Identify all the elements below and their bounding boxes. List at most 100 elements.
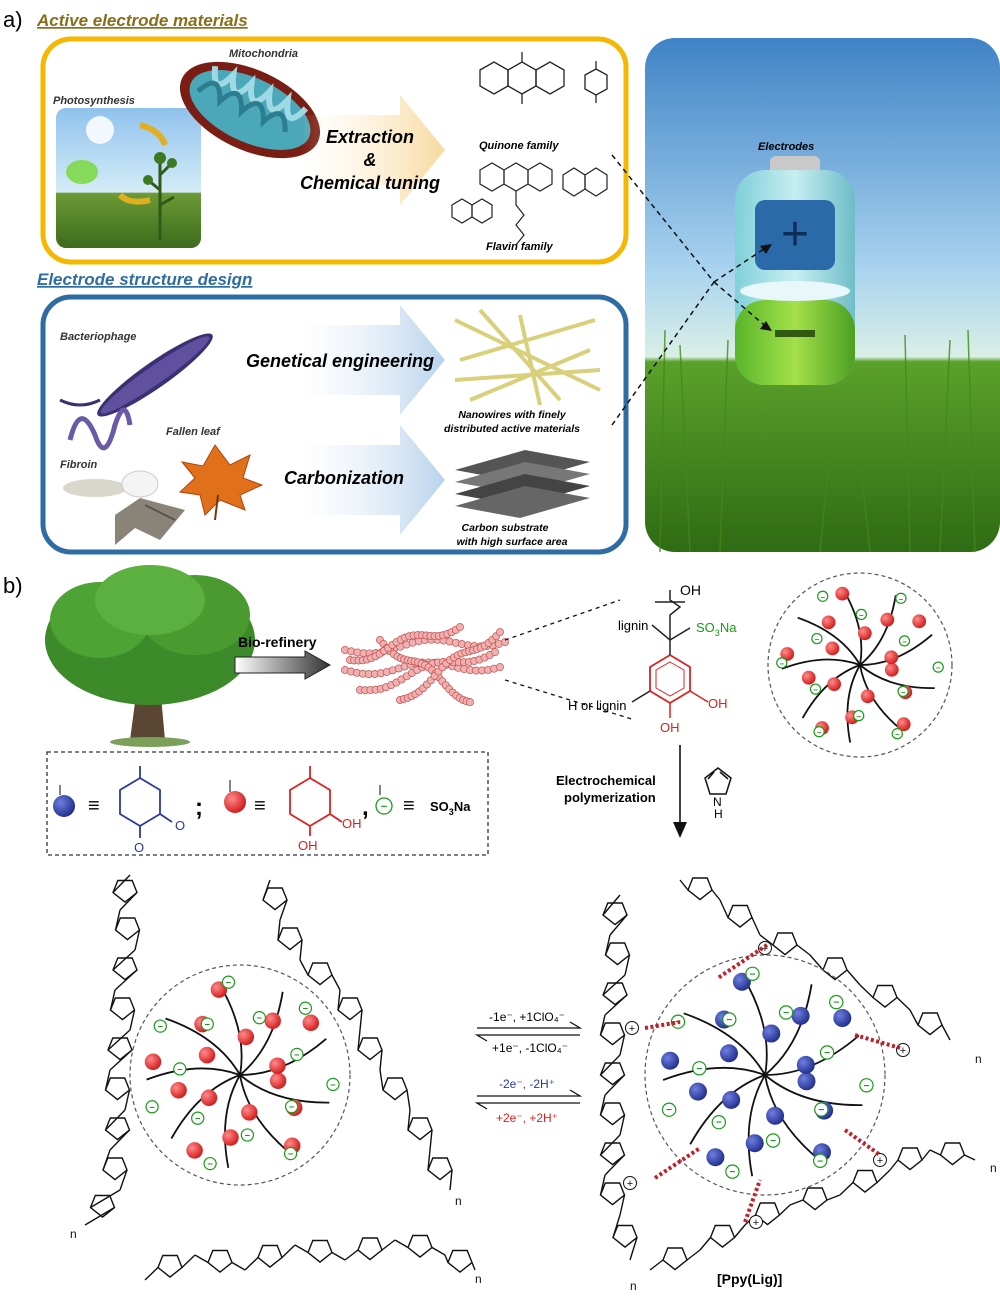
genetical-engineering-arrow bbox=[300, 305, 445, 415]
sulfonate-minus bbox=[722, 1012, 737, 1027]
red-sphere bbox=[880, 612, 895, 627]
eq2-arrows bbox=[474, 1089, 583, 1110]
minus-sign: − bbox=[207, 1159, 213, 1169]
pyrrole-ring bbox=[157, 1254, 183, 1278]
sulfonate-minus bbox=[811, 632, 823, 645]
red-sphere bbox=[825, 641, 840, 656]
flavin-family-label: Flavin family bbox=[486, 241, 554, 253]
pyrrole-ring bbox=[257, 1244, 283, 1268]
red-sphere bbox=[222, 1129, 239, 1146]
sulfonate-minus bbox=[326, 1077, 340, 1092]
extraction-text: Extraction bbox=[326, 127, 414, 147]
battery-scene: + bbox=[645, 38, 1000, 553]
minus-sign: − bbox=[899, 595, 904, 604]
pyrrole-ring bbox=[112, 879, 138, 903]
red-sphere bbox=[896, 717, 911, 732]
pyrrole-ring bbox=[407, 1234, 433, 1258]
minus-sign: − bbox=[205, 1020, 211, 1030]
minus-sign: − bbox=[859, 611, 864, 620]
pyrrole-ring bbox=[407, 1117, 433, 1141]
photosynthesis-label: Photosynthesis bbox=[53, 95, 135, 107]
sulfonate-minus bbox=[692, 1061, 707, 1076]
red-sphere bbox=[912, 614, 927, 629]
blue-sphere bbox=[762, 1024, 781, 1043]
sulfonate-minus bbox=[290, 1047, 304, 1062]
red-sphere bbox=[237, 1028, 255, 1046]
svg-text:+: + bbox=[781, 208, 809, 261]
pyrrole-ring bbox=[939, 1142, 966, 1166]
red-sphere bbox=[827, 677, 841, 691]
pyrrole-ring bbox=[599, 1022, 626, 1046]
pyrrole-ring bbox=[897, 1147, 923, 1171]
red-sphere bbox=[780, 647, 795, 661]
lignin-bead bbox=[491, 648, 499, 657]
blue-sphere bbox=[796, 1055, 815, 1074]
pyrrole-ring bbox=[109, 997, 136, 1021]
minus-sign: − bbox=[245, 1131, 251, 1141]
sulfonate-minus bbox=[817, 590, 829, 602]
genetical-engineering-text: Genetical engineering bbox=[246, 351, 434, 371]
pyrrole-ring bbox=[872, 984, 898, 1008]
oh-right: OH bbox=[708, 696, 728, 711]
minus-sign: − bbox=[177, 1064, 183, 1074]
blue-sphere bbox=[661, 1051, 680, 1070]
pyrrole-ring bbox=[382, 1077, 408, 1101]
sulfonate-minus bbox=[814, 1102, 829, 1117]
red-sphere bbox=[857, 626, 872, 641]
pyrrole-ring bbox=[852, 1169, 878, 1193]
minus-sign: − bbox=[195, 1114, 201, 1124]
pyrrole-ring bbox=[727, 904, 753, 928]
pyrrole-ring bbox=[307, 1239, 333, 1263]
svg-text:−: − bbox=[381, 801, 387, 813]
sulfonate-minus bbox=[661, 1102, 677, 1117]
sulfonate-minus bbox=[809, 683, 822, 695]
carbonization-arrow bbox=[300, 425, 445, 535]
red-sphere bbox=[860, 689, 875, 704]
lignin-bead bbox=[496, 628, 504, 637]
lignin-bead bbox=[456, 623, 464, 632]
sulfonate-minus bbox=[898, 635, 911, 647]
sulfonate-minus bbox=[173, 1062, 187, 1076]
quinone-structures bbox=[479, 52, 608, 104]
h-or-lignin-text: H or lignin bbox=[568, 698, 627, 713]
legend-items: ≡ O O ; ≡ OH OH , − ≡ SO3Na bbox=[53, 766, 471, 855]
ampersand-text: & bbox=[364, 150, 377, 170]
carbon-line2: with high surface area bbox=[457, 536, 568, 548]
carbon-line1: Carbon substrate bbox=[462, 522, 549, 534]
blue-sphere bbox=[791, 1006, 810, 1025]
minus-sign: − bbox=[666, 1105, 672, 1116]
sulfonate-minus bbox=[284, 1099, 299, 1114]
legend-box bbox=[46, 751, 489, 856]
fibroin-image bbox=[63, 470, 185, 545]
pyrrole-ring bbox=[822, 957, 848, 981]
svg-text:,: , bbox=[362, 794, 369, 821]
sulfonate-minus bbox=[221, 975, 236, 989]
blue-sphere bbox=[706, 1148, 725, 1167]
lignin-zoom-sphere: −−−−−−−−−−−− bbox=[767, 572, 953, 758]
red-sphere bbox=[200, 1089, 218, 1107]
minus-sign: − bbox=[716, 1118, 722, 1129]
minus-sign: − bbox=[895, 730, 900, 739]
minus-sign: − bbox=[936, 664, 941, 673]
minus-sign: − bbox=[288, 1149, 294, 1159]
positive-charge bbox=[758, 941, 772, 955]
left-lignin-sphere: −−−−−−−−−−−−−− bbox=[129, 964, 351, 1186]
section2-title: Electrode structure design bbox=[37, 270, 252, 289]
positive-charge bbox=[625, 1021, 639, 1035]
blue-sphere bbox=[797, 1072, 816, 1091]
pyrrole-ring bbox=[604, 942, 631, 966]
svg-text:O: O bbox=[134, 840, 144, 855]
pyrrole-ring bbox=[917, 1012, 943, 1036]
sulfonate-minus bbox=[765, 1133, 781, 1148]
minus-sign: − bbox=[294, 1050, 300, 1060]
pyrrole-ring bbox=[599, 1062, 626, 1086]
pyrrole-n: N bbox=[713, 795, 722, 809]
pyrrole-ring bbox=[772, 932, 798, 956]
red-sphere bbox=[821, 615, 836, 630]
sulfonate-minus bbox=[240, 1128, 255, 1142]
lignin-bead bbox=[501, 638, 509, 647]
svg-text:O: O bbox=[175, 818, 185, 833]
minus-sign: − bbox=[750, 969, 756, 980]
plus-sign: + bbox=[627, 1178, 633, 1190]
minus-sign: − bbox=[817, 728, 822, 737]
